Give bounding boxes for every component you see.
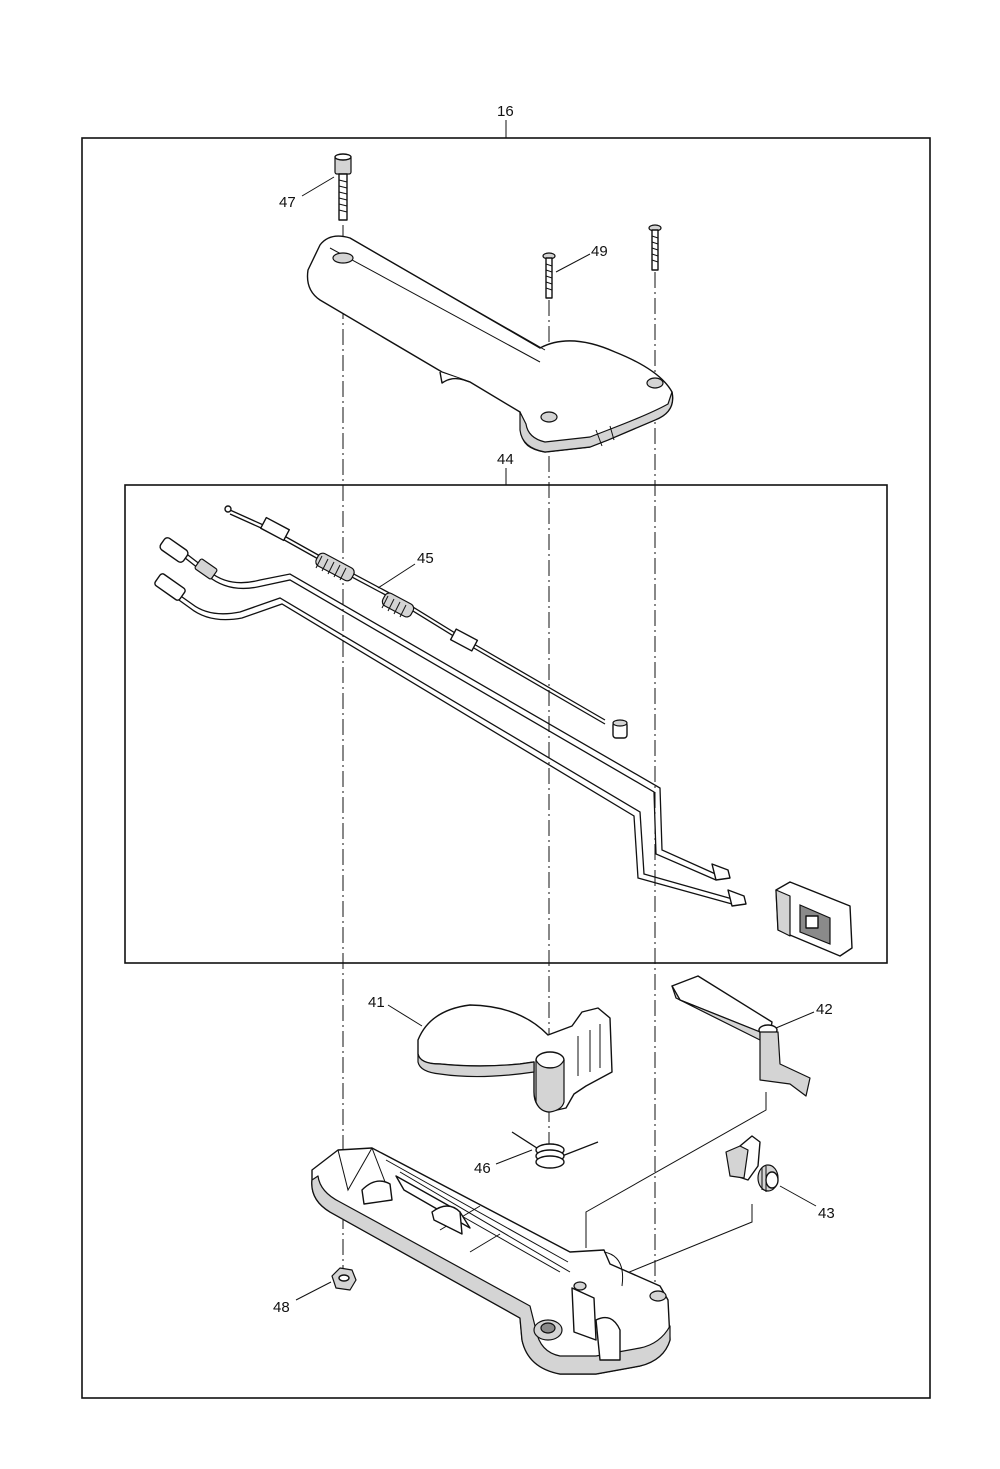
callout-42: 42 bbox=[816, 1001, 833, 1018]
leader-47 bbox=[301, 176, 335, 197]
leader-42 bbox=[775, 1011, 815, 1029]
inner-frame bbox=[124, 484, 888, 964]
lower-handle-housing bbox=[311, 1147, 671, 1375]
spring-part-46 bbox=[511, 1131, 599, 1169]
screw-part-49-second bbox=[648, 224, 662, 271]
leader-45 bbox=[377, 563, 416, 589]
bolt-part-47 bbox=[334, 153, 352, 221]
callout-16: 16 bbox=[497, 103, 514, 120]
callout-49: 49 bbox=[591, 243, 608, 260]
leader-48 bbox=[295, 1281, 332, 1301]
knob-part-43 bbox=[725, 1135, 779, 1192]
cable-harness-part-45 bbox=[154, 505, 747, 907]
callout-47: 47 bbox=[279, 194, 296, 211]
callout-44: 44 bbox=[497, 451, 514, 468]
nut-part-48 bbox=[331, 1267, 357, 1291]
outer-frame bbox=[81, 137, 931, 1399]
callout-45: 45 bbox=[417, 550, 434, 567]
leader-49 bbox=[555, 253, 591, 273]
leader-43 bbox=[779, 1185, 817, 1207]
lock-lever-part-42 bbox=[671, 975, 811, 1097]
screw-part-49 bbox=[542, 252, 556, 299]
leader-41 bbox=[387, 1004, 423, 1027]
switch-connector bbox=[775, 881, 853, 957]
callout-46: 46 bbox=[474, 1160, 491, 1177]
connector-lines bbox=[585, 1092, 767, 1285]
throttle-trigger-part-41 bbox=[417, 1004, 613, 1113]
leader-46 bbox=[495, 1149, 533, 1165]
callout-41: 41 bbox=[368, 994, 385, 1011]
upper-handle-cover bbox=[306, 235, 674, 453]
callout-48: 48 bbox=[273, 1299, 290, 1316]
callout-43: 43 bbox=[818, 1205, 835, 1222]
